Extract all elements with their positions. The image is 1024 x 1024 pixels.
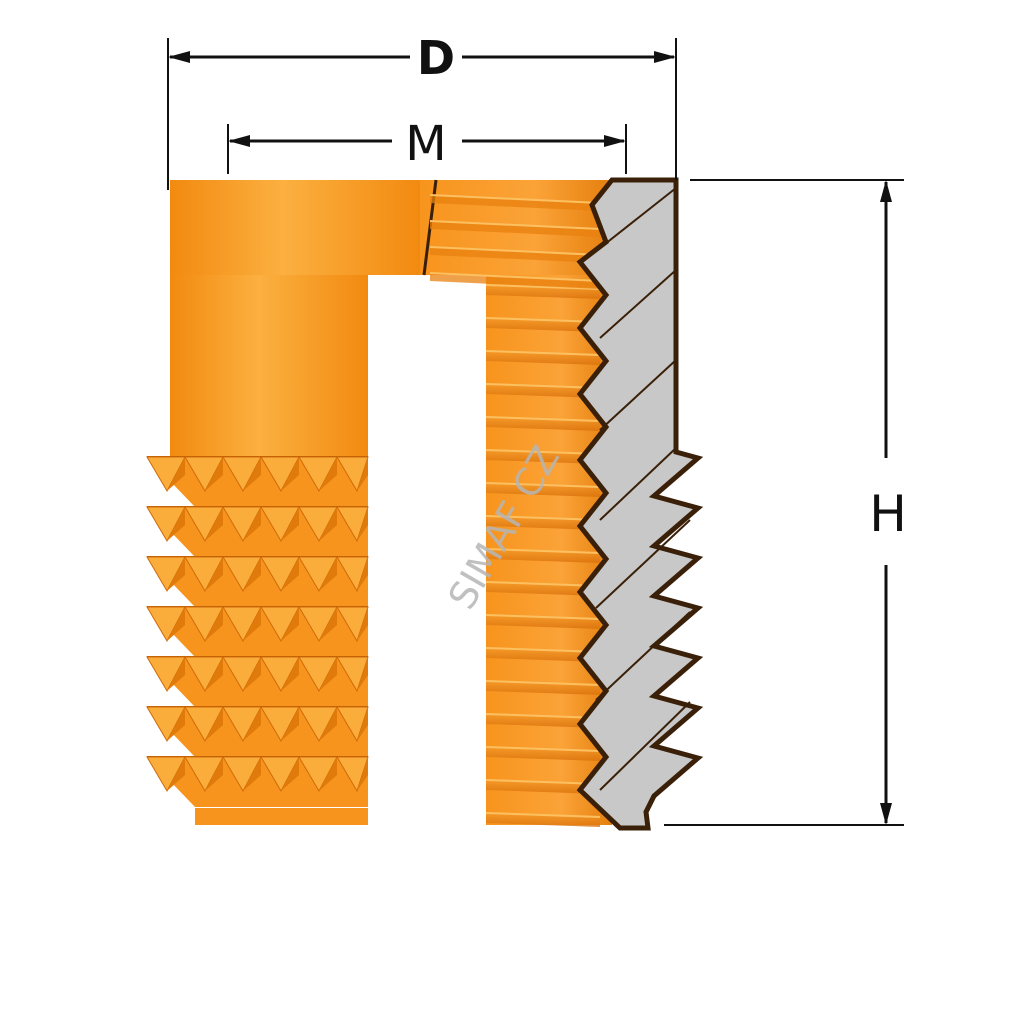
tooth-shadow bbox=[205, 607, 223, 641]
dimension-d-label: D bbox=[417, 31, 455, 85]
thread-highlight bbox=[485, 779, 601, 785]
thread-highlight bbox=[429, 246, 601, 256]
tooth-shadow bbox=[167, 657, 185, 691]
tooth-shadow bbox=[281, 757, 299, 791]
tooth-shadow bbox=[243, 557, 261, 591]
thread-highlight bbox=[429, 194, 601, 204]
tooth-shadow bbox=[357, 507, 368, 541]
tooth-shadow bbox=[319, 757, 337, 791]
thread-highlight bbox=[485, 383, 601, 389]
tooth-shadow bbox=[205, 757, 223, 791]
thread-ridge bbox=[430, 221, 600, 237]
tooth-shadow bbox=[205, 657, 223, 691]
thread-ridge bbox=[430, 195, 600, 211]
tooth-shadow bbox=[357, 557, 368, 591]
hatch-line bbox=[595, 519, 691, 609]
upper-thread-ridges bbox=[429, 194, 601, 289]
external-cutting-threads bbox=[146, 456, 369, 807]
tooth-shadow bbox=[205, 557, 223, 591]
tooth-shadow bbox=[243, 457, 261, 491]
thread-highlight bbox=[485, 350, 601, 356]
tooth-shadow bbox=[357, 707, 368, 741]
dimension-m: M bbox=[227, 116, 627, 174]
thread-highlight bbox=[485, 581, 601, 587]
tooth-shadow bbox=[281, 557, 299, 591]
tooth-shadow bbox=[281, 607, 299, 641]
thread-ridge bbox=[430, 273, 600, 289]
dimension-m-label: M bbox=[405, 116, 446, 172]
hatch-line bbox=[599, 269, 677, 339]
thread-highlight bbox=[485, 515, 601, 521]
tooth-shadow bbox=[319, 457, 337, 491]
tooth-shadow bbox=[281, 657, 299, 691]
dimension-h-label: H bbox=[869, 485, 907, 543]
thread-highlight bbox=[485, 449, 601, 455]
tooth-shadow bbox=[357, 657, 368, 691]
tooth-shadow bbox=[281, 457, 299, 491]
tooth-shadow bbox=[167, 707, 185, 741]
tooth-shadow bbox=[243, 757, 261, 791]
tooth-shadow bbox=[167, 757, 185, 791]
insert-slot bbox=[368, 275, 486, 825]
tooth-shadow bbox=[281, 507, 299, 541]
hatch-line bbox=[595, 611, 691, 701]
tooth-shadow bbox=[357, 607, 368, 641]
tooth-shadow bbox=[243, 507, 261, 541]
hatch-line bbox=[599, 447, 677, 521]
thread-highlight bbox=[485, 614, 601, 620]
thread-highlight bbox=[429, 220, 601, 230]
insert-bottom-lip bbox=[195, 808, 368, 825]
hatch-line bbox=[599, 359, 677, 431]
tooth-shadow bbox=[205, 457, 223, 491]
tooth-shadow bbox=[281, 707, 299, 741]
thread-highlight bbox=[485, 482, 601, 488]
tooth-shadow bbox=[243, 657, 261, 691]
hatch-line bbox=[599, 701, 691, 791]
tooth-shadow bbox=[167, 557, 185, 591]
thread-highlight bbox=[485, 317, 601, 323]
tooth-shadow bbox=[357, 757, 368, 791]
tooth-shadow bbox=[319, 557, 337, 591]
tooth-shadow bbox=[167, 507, 185, 541]
tooth-shadow bbox=[319, 607, 337, 641]
insert-left-wall bbox=[170, 275, 368, 460]
tooth-shadow bbox=[243, 607, 261, 641]
thread-highlight bbox=[485, 647, 601, 653]
dimension-d: D bbox=[167, 31, 677, 190]
hatch-line bbox=[599, 187, 677, 249]
thread-highlight bbox=[485, 416, 601, 422]
tooth-shadow bbox=[205, 707, 223, 741]
section-hatching bbox=[595, 187, 691, 791]
tooth-shadow bbox=[167, 607, 185, 641]
thread-highlight bbox=[485, 680, 601, 686]
tooth-shadow bbox=[319, 707, 337, 741]
tooth-shadow bbox=[243, 707, 261, 741]
thread-highlight bbox=[485, 713, 601, 719]
tooth-shadow bbox=[357, 457, 368, 491]
cross-section-wall bbox=[576, 177, 704, 831]
tooth-shadow bbox=[167, 457, 185, 491]
thread-highlight bbox=[485, 812, 601, 818]
thread-highlight bbox=[485, 746, 601, 752]
thread-ridge bbox=[430, 247, 600, 263]
thread-highlight bbox=[429, 272, 601, 282]
thread-highlight bbox=[485, 548, 601, 554]
tooth-shadow bbox=[319, 507, 337, 541]
tooth-shadow bbox=[319, 657, 337, 691]
thread-highlight bbox=[485, 284, 601, 290]
internal-thread-ridges bbox=[485, 284, 601, 827]
tooth-shadow bbox=[205, 507, 223, 541]
dimension-h: H bbox=[664, 179, 907, 826]
